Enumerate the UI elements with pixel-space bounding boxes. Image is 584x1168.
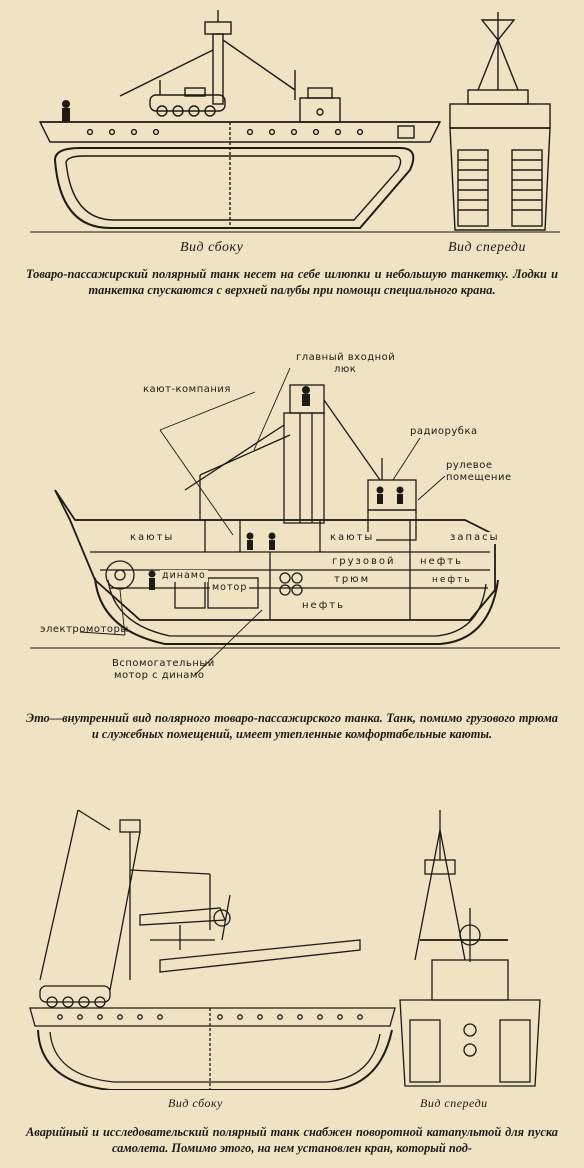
middle-barrels — [279, 572, 303, 596]
bottom-caption: Аварийный и исследовательский полярный т… — [26, 1125, 558, 1155]
label-dynamo: динамо — [160, 570, 208, 582]
label-oil-right-low: нефть — [430, 574, 474, 586]
middle-radio-room — [367, 458, 417, 541]
label-main-hatch-2: люк — [334, 364, 357, 375]
top-tankette — [149, 87, 226, 117]
label-cabins-left: каюты — [128, 532, 177, 544]
label-cabins-right: каюты — [328, 532, 377, 544]
label-main-hatch-1: главный входной — [296, 352, 396, 363]
label-supplies: запасы — [448, 532, 502, 544]
top-panel: Вид сбоку Вид спереди Товаро-пассажирски… — [0, 0, 584, 320]
bottom-crane — [39, 809, 211, 991]
bottom-catapult — [159, 939, 361, 973]
top-bridge — [299, 97, 341, 123]
top-crane — [119, 10, 296, 105]
bottom-portholes — [57, 1014, 363, 1020]
label-aux-motor-1: Вспомогательный — [112, 658, 215, 669]
bottom-panel: Вид сбоку Вид спереди Аварийный и исслед… — [0, 790, 584, 1168]
label-steering-1: рулевое — [446, 460, 493, 471]
label-oil-bottom: нефть — [300, 600, 347, 612]
label-motor: мотор — [210, 582, 250, 594]
label-steering-2: помещение — [446, 472, 512, 483]
middle-people — [148, 386, 404, 590]
bottom-hull — [29, 1007, 396, 1027]
bottom-track — [37, 1029, 393, 1090]
top-hull — [38, 121, 442, 143]
middle-caption: Это—внутренний вид полярного товаро-пасс… — [26, 711, 558, 741]
bottom-airplane — [139, 894, 231, 950]
bottom-front-view — [399, 810, 541, 1087]
label-wardroom: кают-компания — [143, 384, 231, 395]
top-side-view-label: Вид сбоку — [180, 240, 244, 255]
bottom-drawing — [29, 809, 541, 1090]
top-drawing — [30, 10, 560, 233]
top-portholes — [86, 128, 364, 136]
top-person — [62, 100, 70, 122]
bottom-tankette — [39, 985, 111, 1008]
top-front-view — [449, 12, 551, 231]
middle-hatch-tower — [184, 384, 381, 524]
label-cargo-1: грузовой — [330, 556, 398, 568]
label-oil-right: нефть — [418, 556, 465, 568]
middle-leader-lines — [79, 367, 446, 676]
label-electromotors: электромоторы — [40, 624, 129, 635]
top-track — [53, 147, 415, 229]
label-radio-room: радиорубка — [410, 426, 478, 437]
middle-track — [94, 577, 499, 645]
middle-drawing — [30, 367, 560, 676]
bottom-side-view-label: Вид сбоку — [168, 1096, 223, 1110]
bottom-front-view-label: Вид спереди — [420, 1096, 488, 1110]
top-caption: Товаро-пассажирский полярный танк несет … — [26, 267, 558, 297]
top-front-view-label: Вид спереди — [448, 240, 527, 255]
label-aux-motor-2: мотор с динамо — [114, 670, 205, 681]
label-cargo-2: трюм — [332, 574, 373, 586]
middle-panel: главный входной люк кают-компания радиор… — [0, 340, 584, 770]
